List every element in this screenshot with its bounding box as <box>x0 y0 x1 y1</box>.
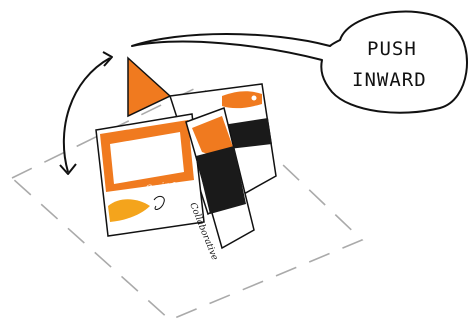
back-right-logo-dot <box>252 96 257 101</box>
orange-fin <box>128 58 170 116</box>
brochure: Caring Collaborative <box>96 58 276 262</box>
callout-line-1: PUSH <box>367 38 417 60</box>
callout-line-2: INWARD <box>352 69 427 91</box>
